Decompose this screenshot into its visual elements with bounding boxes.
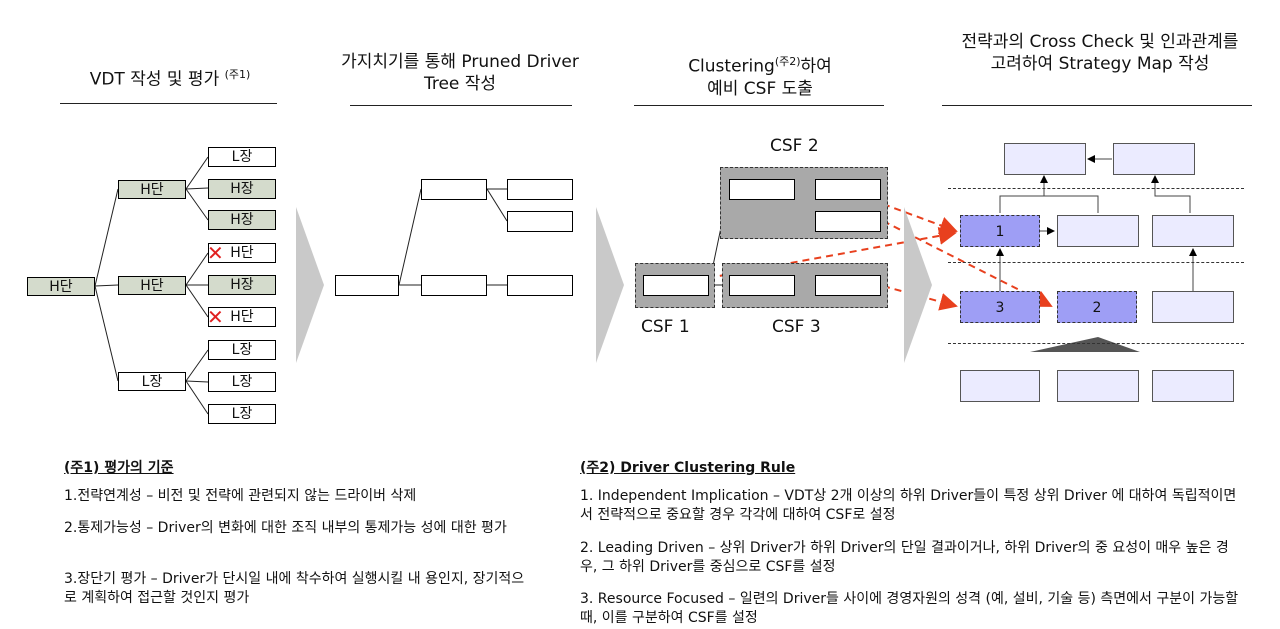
vdt-leaf-node-removed: H단 [208,307,276,327]
cluster-node [815,179,881,200]
header-pruned: 가지치기를 통해 Pruned Driver Tree 작성 [340,51,580,95]
map-box [1004,143,1086,175]
map-box [960,370,1040,402]
pruned-node [507,179,573,200]
csf-1-label: CSF 1 [641,317,690,337]
pruned-node [421,275,487,296]
foundation-triangle [1030,337,1140,352]
vdt-leaf-node: H장 [208,210,276,230]
map-box [1057,370,1139,402]
x-mark-icon: ✕ [207,305,224,329]
note2-item: 3. Resource Focused – 일련의 Driver들 사이에 경영… [580,591,1239,626]
vdt-leaf-node-removed: H단 [208,243,276,263]
cluster-node [729,275,795,296]
pruned-node [335,275,399,296]
vdt-root-node: H단 [27,277,95,296]
header-vdt-note: (주1) [224,68,251,81]
map-box [1152,291,1234,323]
header-clustering-b: 하여 [800,56,832,77]
x-mark-icon: ✕ [207,241,224,265]
csf-3-label: CSF 3 [772,317,821,337]
vdt-mid-node: H단 [118,180,186,199]
header-rule-2 [350,105,572,106]
cluster-node [643,275,709,296]
vdt-leaf-node: L장 [208,340,276,360]
map-box-highlighted: 3 [960,291,1040,323]
note1-item: 3.장단기 평가 – Driver가 단시일 내에 착수하여 실행시킬 내 용인… [64,571,525,606]
header-clustering-c: 예비 CSF 도출 [707,78,813,99]
header-rule-1 [60,103,277,104]
map-box [1152,215,1234,247]
note2-item: 1. Independent Implication – VDT상 2개 이상의… [580,488,1237,523]
note2-title: (주2) Driver Clustering Rule [580,460,796,476]
note1-title: (주1) 평가의 기준 [64,460,174,476]
map-box [1113,143,1195,175]
pruned-node [507,275,573,296]
vdt-leaf-node: H장 [208,275,276,295]
note2-item: 2. Leading Driven – 상위 Driver가 하위 Driver… [580,540,1229,575]
layer-divider [948,262,1244,263]
map-box-highlighted: 2 [1057,291,1137,323]
header-rule-4 [942,105,1252,106]
pruned-node [507,211,573,232]
chevron-arrow-icon [904,207,932,363]
header-vdt-text: VDT 작성 및 평가 [89,69,220,90]
vdt-mid-node: H단 [118,276,186,295]
map-box [1152,370,1234,402]
layer-divider [948,188,1244,189]
header-clustering-a: Clustering [688,56,775,77]
map-box [1057,215,1139,247]
chevron-arrow-icon [596,207,624,363]
header-strategy-map: 전략과의 Cross Check 및 인과관계를 고려하여 Strategy M… [960,31,1240,75]
map-box-highlighted: 1 [960,215,1040,247]
vdt-mid-node: L장 [118,372,186,391]
vdt-leaf-node: L장 [208,147,276,167]
note1-item: 1.전략연계성 – 비전 및 전략에 관련되지 않는 드라이버 삭제 [64,488,417,504]
header-pruned-text: 가지치기를 통해 Pruned Driver Tree 작성 [341,52,579,94]
header-vdt: VDT 작성 및 평가 (주1) [40,64,300,91]
header-clustering-note: (주2) [774,55,801,68]
note1-item: 2.통제가능성 – Driver의 변화에 대한 조직 내부의 통제가능 성에 … [64,520,507,536]
layer-divider [948,343,1244,344]
chevron-arrow-icon [296,207,324,363]
header-rule-3 [634,105,884,106]
vdt-leaf-node: L장 [208,372,276,392]
header-clustering: Clustering(주2)하여 예비 CSF 도출 [640,51,880,100]
csf-2-label: CSF 2 [770,136,819,156]
vdt-leaf-node: H장 [208,179,276,199]
cluster-node [815,275,881,296]
cluster-node [729,179,795,200]
pruned-node [421,179,487,200]
cluster-node [815,211,881,232]
header-strategy-map-text: 전략과의 Cross Check 및 인과관계를 고려하여 Strategy M… [961,32,1239,74]
vdt-leaf-node: L장 [208,404,276,424]
